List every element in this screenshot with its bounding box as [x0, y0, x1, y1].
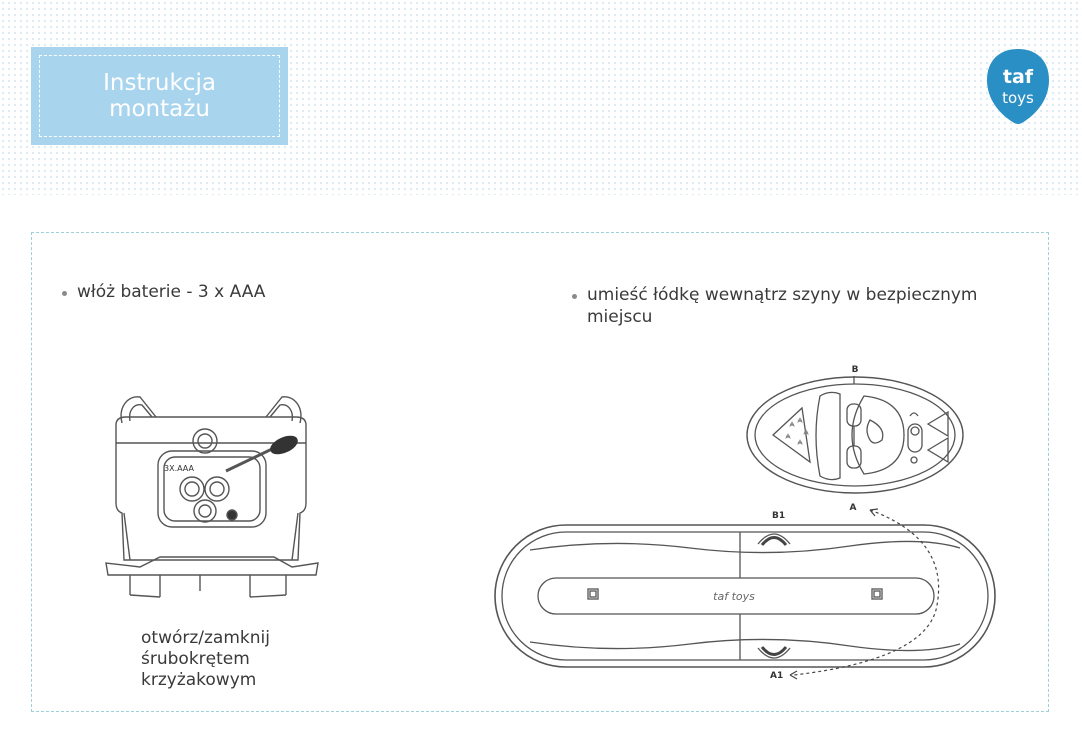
boat-rail-illustration: B A taf toys B1 A1 — [494, 365, 996, 681]
page-title: Instrukcja montażu — [103, 70, 216, 122]
label-B1: B1 — [772, 511, 785, 521]
arrow-head-icon — [789, 670, 798, 680]
instructions-frame — [31, 232, 1049, 712]
step-boat-text: umieść łódkę wewnątrz szyny w bezpieczny… — [587, 285, 978, 327]
taf-toys-logo: taf toys — [987, 49, 1049, 124]
bullet-icon — [62, 291, 67, 296]
rail-brand-text: taf toys — [713, 590, 755, 603]
bullet-icon — [572, 294, 577, 299]
step-battery: włóż baterie - 3 x AAA — [62, 281, 265, 303]
title-box: Instrukcja montażu — [31, 47, 288, 145]
header-pattern-band — [0, 0, 1082, 195]
logo-text-bottom: toys — [1002, 89, 1034, 107]
battery-caption: otwórz/zamknij śrubokrętem krzyżakowym — [141, 628, 270, 690]
rail-figure: taf toys B1 A1 — [494, 511, 996, 681]
step-boat: umieść łódkę wewnątrz szyny w bezpieczny… — [572, 284, 1032, 328]
battery-compartment-illustration: 3X.AAA — [105, 396, 319, 598]
label-A1: A1 — [770, 671, 783, 681]
placement-arrow — [793, 509, 940, 676]
logo-text-top: taf — [1003, 66, 1034, 88]
boat-figure: B A — [746, 365, 964, 513]
arrow-head-icon — [869, 508, 879, 517]
label-B: B — [852, 365, 859, 375]
battery-label: 3X.AAA — [164, 464, 195, 473]
label-A: A — [850, 503, 857, 513]
title-inner-border: Instrukcja montażu — [39, 55, 280, 137]
step-battery-text: włóż baterie - 3 x AAA — [77, 282, 266, 302]
